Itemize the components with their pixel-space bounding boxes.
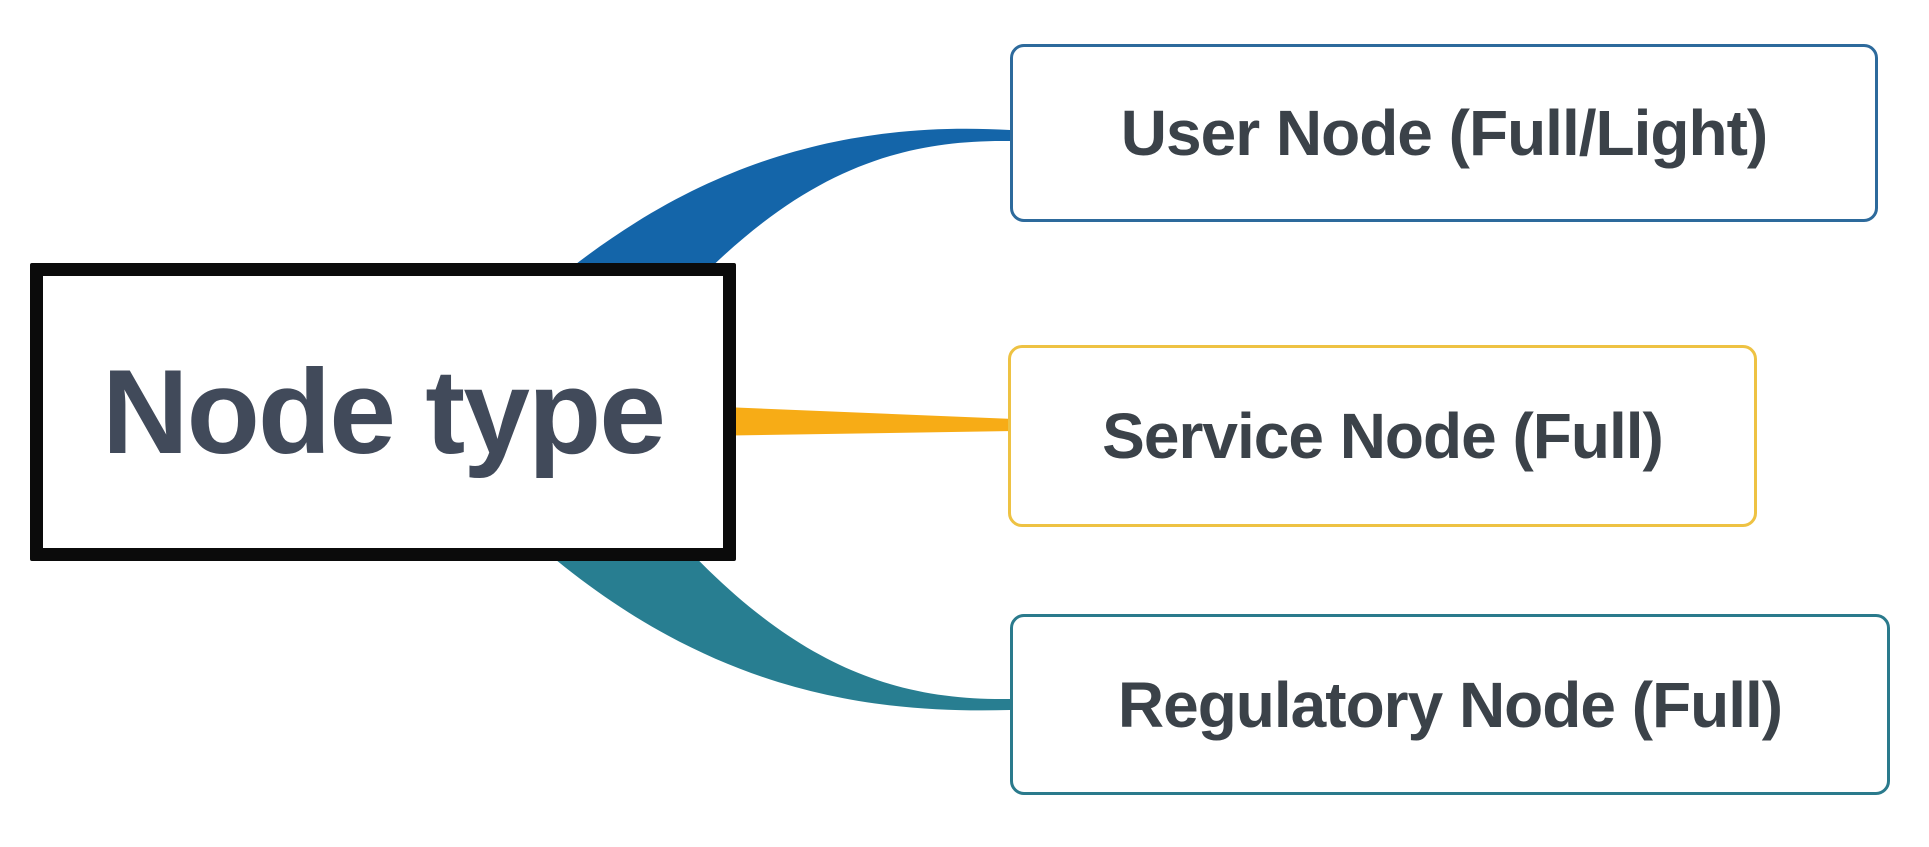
child-node-user[interactable]: User Node (Full/Light): [1010, 44, 1878, 222]
connector-service-node-line: [700, 406, 1014, 436]
root-node-label: Node type: [101, 345, 666, 479]
child-node-user-label: User Node (Full/Light): [1120, 97, 1768, 169]
child-node-service[interactable]: Service Node (Full): [1008, 345, 1757, 527]
child-node-regulatory[interactable]: Regulatory Node (Full): [1010, 614, 1890, 795]
root-node[interactable]: Node type: [30, 263, 736, 561]
child-node-service-label: Service Node (Full): [1102, 400, 1664, 472]
child-node-regulatory-label: Regulatory Node (Full): [1117, 668, 1783, 741]
